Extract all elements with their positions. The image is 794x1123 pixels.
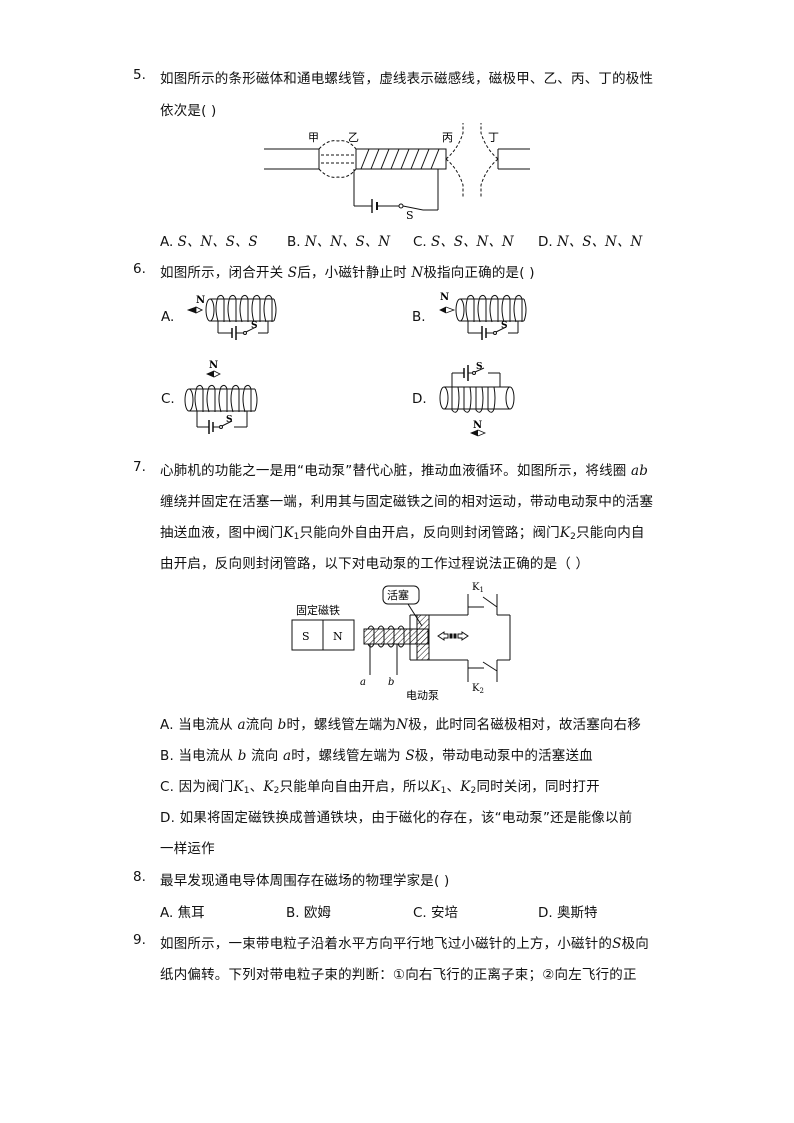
question-7-option-c[interactable]: C. 因为阀门K1、K2只能单向自由开启，所以K1、K2同时关闭，同时打开	[160, 779, 600, 796]
label-ding: 丁	[488, 131, 499, 144]
svg-text:S: S	[251, 321, 258, 331]
question-8-option-d[interactable]: D. 奥斯特	[538, 905, 598, 921]
question-5-option-b[interactable]: B. N、N、S、N	[287, 234, 391, 250]
svg-text:S: S	[501, 321, 508, 331]
label-yi: 乙	[348, 131, 359, 144]
question-5-stem-line2: 依次是( )	[160, 103, 217, 119]
question-6-option-a-figure: N S	[186, 294, 277, 340]
question-8-stem: 最早发现通电导体周围存在磁场的物理学家是( )	[160, 873, 450, 889]
question-7-option-d[interactable]: D. 如果将固定磁铁换成普通铁块，由于磁化的存在，该“电动泵”还是能像以前	[160, 810, 633, 826]
question-8-option-c[interactable]: C. 安培	[413, 905, 459, 921]
valve-k2: K2	[472, 683, 484, 695]
coil-end-b: b	[388, 677, 394, 688]
svg-text:N: N	[473, 420, 482, 431]
question-6-option-b-label[interactable]: B.	[412, 309, 426, 325]
question-7-stem-line1: 心肺机的功能之一是用“电动泵”替代心脏，推动血液循环。如图所示，将线圈 ab	[160, 463, 649, 479]
question-5-option-c[interactable]: C. S、S、N、N	[413, 234, 514, 250]
magnet-s: S	[302, 630, 310, 643]
question-9-stem-line2: 纸内偏转。下列对带电粒子束的判断：①向右飞行的正离子束；②向左飞行的正	[160, 967, 637, 983]
svg-text:N: N	[440, 292, 449, 303]
svg-text:S: S	[226, 415, 233, 425]
question-8-option-a[interactable]: A. 焦耳	[160, 905, 205, 921]
question-7-option-b[interactable]: B. 当电流从 b 流向 a时，螺线管左端为 S极，带动电动泵中的活塞送血	[160, 748, 593, 764]
question-5-figure: 甲 乙 丙 丁 S	[264, 123, 530, 222]
label-jia: 甲	[308, 131, 319, 144]
question-6-option-c-figure: N S	[184, 360, 258, 434]
question-6-stem: 如图所示，闭合开关 S后，小磁针静止时 N极指向正确的是( )	[160, 265, 535, 281]
question-7-figure: 固定磁铁	[291, 582, 511, 702]
question-5-option-d[interactable]: D. N、S、N、N	[538, 234, 643, 250]
svg-text:S: S	[476, 362, 483, 372]
svg-text:N: N	[209, 360, 218, 371]
question-8-option-b[interactable]: B. 欧姆	[286, 905, 331, 921]
magnet-n: N	[333, 630, 343, 643]
question-9-stem-line1: 如图所示，一束带电粒子沿着水平方向平行地飞过小磁针的上方，小磁针的S极向	[160, 936, 649, 952]
piston-label: 活塞	[387, 588, 409, 602]
question-6-option-d-label[interactable]: D.	[412, 391, 427, 407]
question-6-option-c-label[interactable]: C.	[161, 391, 175, 407]
magnet-title: 固定磁铁	[296, 603, 340, 617]
pump-label: 电动泵	[406, 689, 439, 702]
question-5-stem-line1: 如图所示的条形磁体和通电螺线管，虚线表示磁感线，磁极甲、乙、丙、丁的极性	[160, 71, 654, 87]
question-8-number: 8.	[133, 869, 146, 885]
question-6-option-b-figure: N S	[439, 292, 527, 340]
question-7-number: 7.	[133, 459, 146, 475]
question-7-stem-line2: 缠绕并固定在活塞一端，利用其与固定磁铁之间的相对运动，带动电动泵中的活塞	[160, 494, 654, 510]
question-6-number: 6.	[133, 261, 146, 277]
question-7-option-d-line2: 一样运作	[160, 841, 215, 857]
label-switch: S	[406, 209, 414, 222]
question-7-stem-line4: 由开启，反向则封闭管路，以下对电动泵的工作过程说法正确的是（ ）	[160, 556, 590, 572]
question-9-number: 9.	[133, 932, 146, 948]
valve-k1: K1	[472, 582, 484, 594]
coil-end-a: a	[360, 677, 366, 688]
question-5-number: 5.	[133, 67, 146, 83]
svg-text:N: N	[196, 295, 205, 306]
question-5-option-a[interactable]: A. S、N、S、S	[160, 234, 258, 250]
question-7-stem-line3: 抽送血液，图中阀门K1只能向外自由开启，反向则封闭管路；阀门K2只能向内自	[160, 525, 645, 542]
label-bing: 丙	[442, 131, 453, 144]
question-6-option-d-figure: N S	[439, 362, 515, 437]
question-7-option-a[interactable]: A. 当电流从 a流向 b时，螺线管左端为N极，此时同名磁极相对，故活塞向右移	[160, 717, 642, 733]
question-6-option-a-label[interactable]: A.	[161, 309, 175, 325]
